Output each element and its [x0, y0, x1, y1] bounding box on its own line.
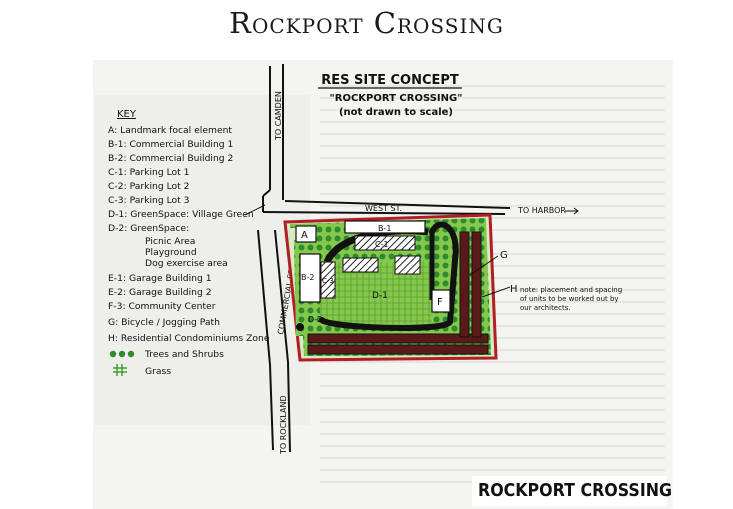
condo-band-lower	[307, 344, 489, 355]
key-subitem-playground: Playground	[145, 247, 197, 258]
label-to-camden: TO CAMDEN	[274, 91, 283, 141]
diagram-subtitle: "ROCKPORT CROSSING"	[330, 93, 463, 104]
label-to-harbor: TO HARBOR	[517, 206, 566, 215]
key-item-d1: D-1: GreenSpace: Village Green	[108, 209, 254, 220]
building-b1	[344, 220, 426, 234]
key-item-e2: E-2: Garage Building 2	[108, 287, 212, 298]
background-bleed-panel	[95, 95, 310, 425]
label-b2: B-2	[301, 273, 314, 282]
key-item-trees: Trees and Shrubs	[144, 349, 224, 360]
condo-band-east-b	[471, 231, 482, 338]
garage-e1	[394, 255, 421, 275]
key-item-grass: Grass	[145, 366, 171, 377]
label-d2: D-2	[308, 315, 322, 324]
diagram-title: RES SITE CONCEPT	[321, 73, 459, 88]
label-h: H	[510, 284, 518, 295]
label-g: G	[500, 250, 508, 261]
key-item-d2: D-2: GreenSpace:	[108, 223, 189, 234]
key-item-h: H: Residential Condominiums Zone	[108, 333, 270, 344]
greenspace-d2-marker	[296, 323, 304, 331]
label-f: F	[437, 297, 443, 308]
label-to-rockland: TO ROCKLAND	[279, 395, 288, 455]
label-d1: D-1	[372, 291, 388, 301]
condo-band-east-a	[459, 231, 470, 338]
key-subitem-picnic: Picnic Area	[145, 236, 195, 247]
h-note-container: note: placement and spacing of units to …	[520, 286, 623, 312]
street-lines	[257, 64, 511, 453]
label-west-st: WEST ST.	[365, 204, 402, 213]
footer-label-backdrop	[472, 476, 667, 506]
parking-c3	[320, 261, 336, 299]
key-item-c1: C-1: Parking Lot 1	[108, 167, 190, 178]
key-item-b1: B-1: Commercial Building 1	[108, 139, 233, 150]
grass-legend-icon	[113, 364, 127, 376]
diagram-note: (not drawn to scale)	[339, 107, 453, 118]
label-c3: C-3	[322, 277, 334, 285]
footer-label: ROCKPORT CROSSING	[478, 480, 672, 501]
key-item-e1: E-1: Garage Building 1	[108, 273, 212, 284]
key-item-b2: B-2: Commercial Building 2	[108, 153, 233, 164]
label-c1: C-1	[375, 240, 389, 249]
page-title: Rockport Crossing	[229, 6, 504, 40]
parking-c2	[342, 257, 379, 273]
key-heading: KEY	[117, 109, 137, 120]
key-item-c2: C-2: Parking Lot 2	[108, 181, 190, 192]
key-item-a: A: Landmark focal element	[108, 125, 232, 136]
community-center-f	[431, 289, 451, 313]
key-item-g: G: Bicycle / Jogging Path	[108, 317, 220, 328]
d1-key-pointer	[244, 204, 266, 216]
key-item-f3: F-3: Community Center	[108, 301, 216, 312]
h-note: note: placement and spacing of units to …	[520, 286, 623, 312]
g-pointer	[469, 255, 499, 276]
parking-c1	[354, 235, 416, 251]
key-subitem-dog-area: Dog exercise area	[145, 258, 228, 269]
jogging-path	[319, 221, 459, 331]
key-item-c3: C-3: Parking Lot 3	[108, 195, 190, 206]
condo-band-upper	[307, 333, 489, 344]
building-b2	[299, 253, 321, 303]
h-pointer	[481, 286, 511, 298]
arrow-right-icon	[565, 207, 579, 215]
trees-legend-icon	[109, 350, 135, 358]
label-b1: B-1	[378, 224, 391, 233]
landmark-a	[295, 225, 317, 243]
label-a: A	[301, 230, 308, 241]
